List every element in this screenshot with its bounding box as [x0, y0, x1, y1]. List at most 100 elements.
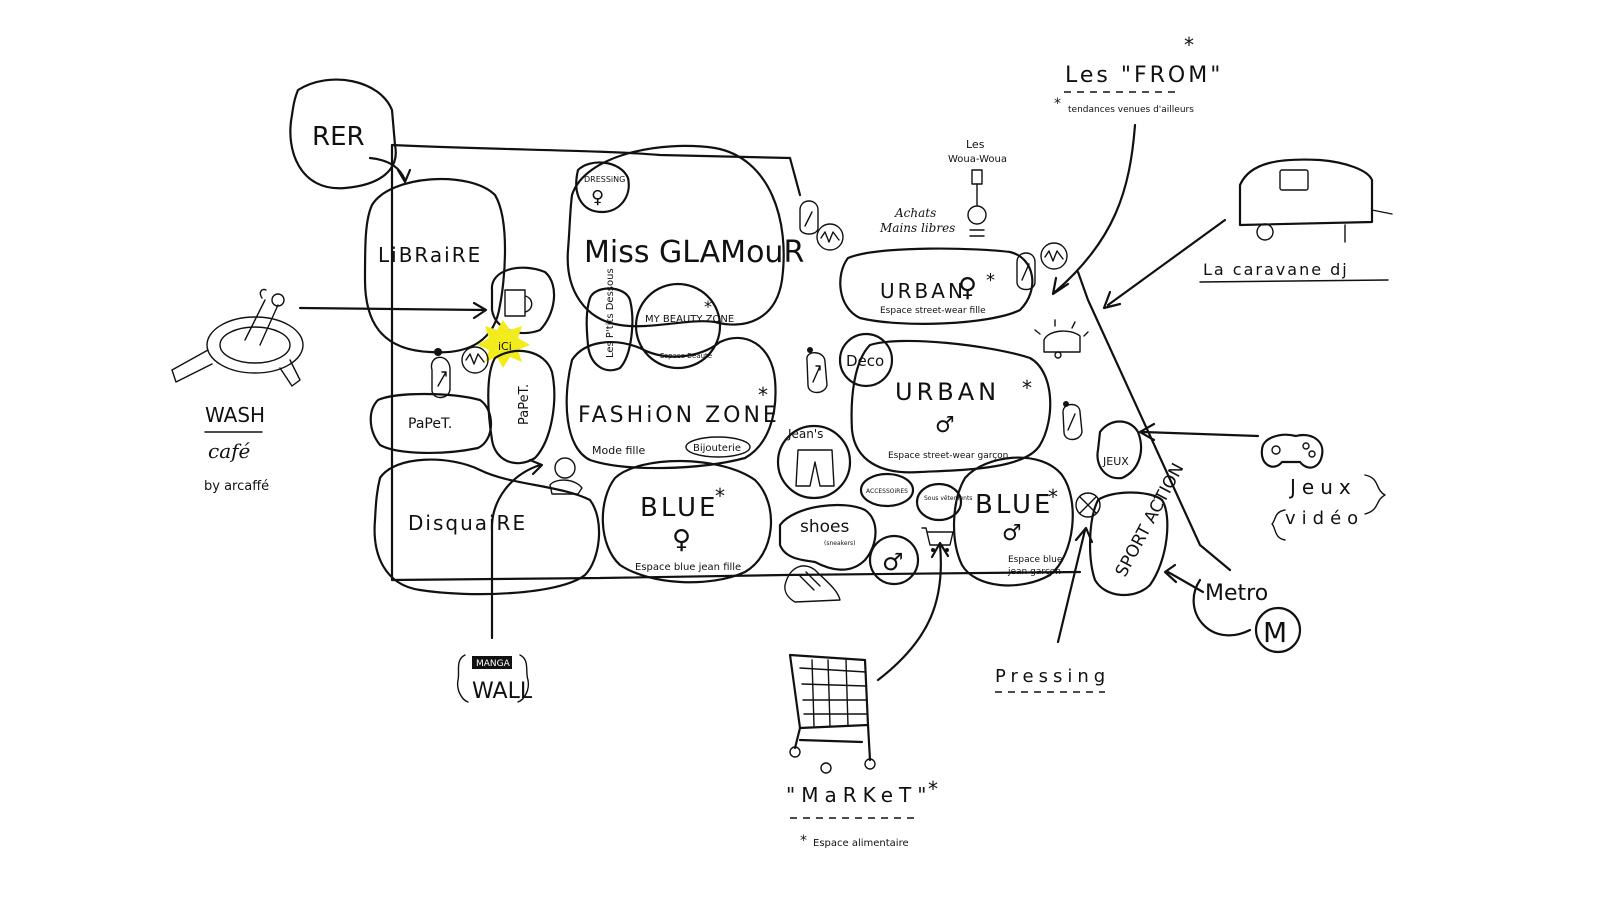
fashion-asterisk: * [758, 383, 768, 407]
papeterie-zone-v [487, 349, 556, 465]
market-asterisk: * [928, 777, 938, 801]
metro-logo-letter: M [1263, 616, 1287, 649]
cafe-label: café [208, 439, 251, 463]
pressing-label: Pressing [995, 666, 1110, 687]
dressing-female-icon: ♀ [591, 187, 604, 208]
by-arcaffe-label: by arcaffé [204, 479, 269, 494]
disquaire-label: DisquaiRE [408, 511, 527, 535]
blue-garcon-zone [953, 456, 1074, 587]
ici-starburst [477, 320, 530, 368]
bijouterie-zone [685, 436, 751, 458]
urban-fille-zone [839, 247, 1034, 325]
papet-h-label: PaPeT. [408, 416, 452, 432]
wash-cafe-icon [171, 288, 304, 387]
achats-label-2: Mains libres [879, 221, 955, 235]
market-sub-asterisk: * [800, 833, 807, 849]
caravane-arrow [1102, 218, 1227, 310]
rer-arrow [368, 156, 412, 184]
papet-v-label: PaPeT. [517, 384, 532, 425]
market-label: "MaRKeT" [786, 783, 932, 807]
gamepad-icon [1260, 433, 1324, 469]
achats-label-1: Achats [894, 206, 936, 220]
east-wall [1076, 270, 1232, 572]
deco-label: Déco [846, 352, 884, 370]
beauty-asterisk: * [704, 297, 712, 316]
ici-label: iCi [498, 340, 512, 353]
metro-arrow [1163, 563, 1205, 594]
les-from-sub-asterisk: * [1054, 96, 1061, 112]
small-caravan-icon [1034, 319, 1089, 359]
elevator-icon-east [1040, 242, 1068, 270]
urban-garcon-sub: Espace street-wear garçon [888, 451, 1008, 461]
accessoires-label: ACCESSOiRES [866, 488, 908, 495]
escalator-icon-west [430, 348, 451, 399]
caravan-icon [1238, 158, 1393, 243]
urban-garcon-male-icon: ♂ [935, 413, 955, 438]
miss-glamour-label: Miss GLAMouR [584, 235, 804, 270]
rer-label: RER [312, 122, 365, 152]
manga-figure-icon [549, 457, 583, 495]
locker-icon [967, 169, 987, 237]
wash-arrow [298, 301, 488, 320]
urban-garcon-zone [850, 339, 1052, 474]
rer-bubble [289, 78, 397, 190]
my-beauty-zone [634, 282, 722, 370]
shopping-cart-icon [788, 653, 876, 774]
urban-fille-sub: Espace street-wear fille [880, 306, 986, 316]
urban-fille-label: URBAN [880, 279, 966, 303]
elevator-icon-west [461, 346, 489, 374]
manga-badge [472, 656, 512, 669]
fashion-zone-label: FASHiON ZONE [578, 403, 780, 428]
metro-label: Metro [1205, 581, 1268, 606]
blue-garcon-male-icon: ♂ [1002, 521, 1022, 546]
libraire-label: LiBRaiRE [378, 243, 482, 267]
sneaker-icon [784, 565, 841, 603]
sport-action-zone [1089, 491, 1169, 597]
wall-label: WALL [472, 679, 533, 704]
market-arrow [876, 541, 950, 682]
blue-fille-asterisk: * [715, 484, 725, 508]
bijouterie-label: Bijouterie [693, 443, 741, 454]
coffee-cup-icon [504, 289, 526, 317]
blue-garcon-sub1: Espace blue [1008, 555, 1063, 565]
escalator-icon-urban [1016, 252, 1036, 291]
blue-garcon-sub2: jean garçon [1007, 567, 1061, 577]
dressing-label: DRESSiNG [584, 175, 625, 184]
market-sub: Espace alimentaire [813, 838, 909, 849]
manga-wall-arrow [490, 458, 544, 640]
jeux-video-label-2: vidéo [1285, 508, 1364, 529]
homme-zone [868, 534, 920, 586]
urban-fille-female-icon: ♀ [958, 273, 977, 303]
shoes-zone [778, 503, 877, 571]
escalator-icon-north [799, 200, 819, 235]
blue-fille-sub-label: Espace blue jean fille [635, 562, 741, 573]
urban-garcon-asterisk: * [1022, 376, 1032, 400]
ptits-dessous-zone [585, 287, 634, 372]
deco-zone [838, 332, 894, 388]
wouawoua-label-1: Les [966, 138, 985, 151]
manga-label: MANGA [476, 659, 511, 669]
blue-fille-female-icon: ♀ [672, 525, 691, 555]
jeans-icon [795, 449, 835, 487]
accessoires-zone [859, 472, 915, 508]
urban-fille-asterisk: * [986, 270, 995, 291]
shoes-label: shoes [800, 517, 849, 537]
les-from-arrow [1051, 123, 1137, 296]
miss-glamour-zone [566, 144, 785, 328]
sous-vetements-label: Sous vêtements [924, 495, 972, 502]
escalator-icon-east [1062, 401, 1083, 441]
wash-label: WASH [205, 403, 265, 427]
jeans-label: Jean's [787, 427, 823, 441]
building-outline [390, 143, 1082, 582]
sous-vetements-zone [915, 482, 963, 522]
blue-garcon-asterisk: * [1048, 485, 1058, 509]
blue-fille-label: BLUE [640, 493, 719, 523]
metro-logo [1254, 606, 1302, 654]
escalator-icon-center [806, 347, 828, 394]
jeux-video-label-1: Jeux [1288, 475, 1357, 499]
blue-garcon-label: BLUE [975, 490, 1054, 520]
papeterie-zone-h [369, 392, 493, 455]
jeux-zone-label: JEUX [1102, 455, 1129, 468]
